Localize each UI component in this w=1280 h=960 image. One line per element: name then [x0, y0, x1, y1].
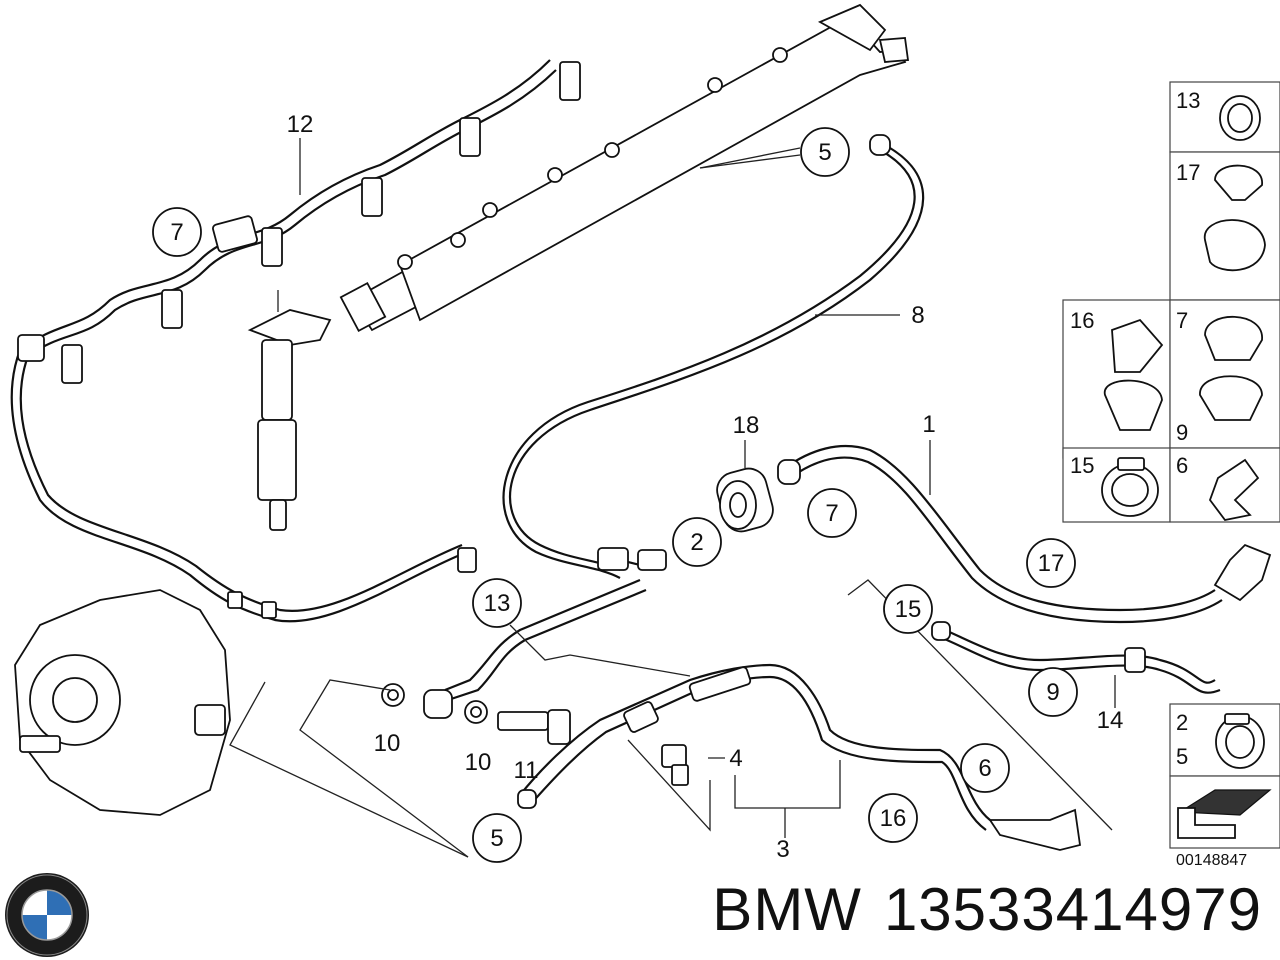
fuel-line-3 [517, 663, 1082, 851]
label-14: 14 [1097, 707, 1124, 734]
label-4: 4 [729, 745, 742, 772]
svg-text:7: 7 [1176, 308, 1188, 333]
svg-text:9: 9 [1046, 679, 1059, 706]
svg-text:13: 13 [1176, 88, 1200, 113]
seal-ring-10b [464, 700, 488, 724]
leak-off-line [10, 59, 581, 623]
svg-text:17: 17 [1038, 550, 1065, 577]
svg-text:5: 5 [490, 825, 503, 852]
callout-7-mid: 7 [807, 488, 857, 538]
svg-text:17: 17 [1176, 160, 1200, 185]
callout-17: 17 [1026, 538, 1076, 588]
fuel-rail [339, 3, 910, 333]
svg-text:15: 15 [1070, 453, 1094, 478]
label-18: 18 [733, 412, 760, 439]
callout-13: 13 [472, 578, 522, 628]
svg-text:6: 6 [1176, 453, 1188, 478]
callout-9: 9 [1028, 667, 1078, 717]
label-1: 1 [922, 411, 935, 438]
bmw-logo-icon [5, 873, 89, 957]
callout-16: 16 [868, 793, 918, 843]
feed-line-2 [444, 547, 667, 702]
svg-text:2: 2 [690, 529, 703, 556]
svg-text:9: 9 [1176, 420, 1188, 445]
callout-7-left: 7 [152, 207, 202, 257]
leader-lines [229, 138, 1116, 858]
svg-text:6: 6 [978, 755, 991, 782]
seal-ring-10a [381, 683, 405, 707]
return-hose [502, 134, 925, 579]
label-3: 3 [776, 836, 789, 863]
svg-text:16: 16 [1070, 308, 1094, 333]
callout-15: 15 [883, 584, 933, 634]
banjo-fitting [423, 689, 453, 719]
svg-text:16: 16 [880, 805, 907, 832]
part-18 [716, 467, 774, 533]
injector [247, 290, 332, 531]
brand-name: BMW [712, 876, 862, 943]
label-10a: 10 [374, 730, 401, 757]
label-10b: 10 [465, 749, 492, 776]
part-number: 13533414979 [883, 876, 1262, 943]
svg-text:5: 5 [818, 139, 831, 166]
label-8: 8 [911, 302, 924, 329]
svg-text:7: 7 [825, 500, 838, 527]
label-12: 12 [287, 111, 314, 138]
sensor-4 [661, 744, 689, 786]
arrow-symbol-icon [1177, 789, 1272, 839]
callout-5-top: 5 [800, 127, 850, 177]
svg-text:7: 7 [170, 219, 183, 246]
callout-2: 2 [672, 517, 722, 567]
diagram-code: 00148847 [1176, 852, 1248, 869]
svg-text:13: 13 [484, 590, 511, 617]
banjo-bolt-11 [497, 709, 571, 745]
callout-6: 6 [960, 743, 1010, 793]
supply-hose-1 [777, 444, 1272, 624]
callout-5-bottom: 5 [472, 813, 522, 863]
legend-panel: 13 17 16 7 9 15 6 2 5 [1062, 81, 1280, 849]
svg-text:2: 2 [1176, 710, 1188, 735]
label-11: 11 [514, 757, 539, 784]
svg-text:15: 15 [895, 596, 922, 623]
hose-14 [931, 621, 1221, 694]
svg-text:5: 5 [1176, 744, 1188, 769]
high-pressure-pump [14, 589, 231, 816]
